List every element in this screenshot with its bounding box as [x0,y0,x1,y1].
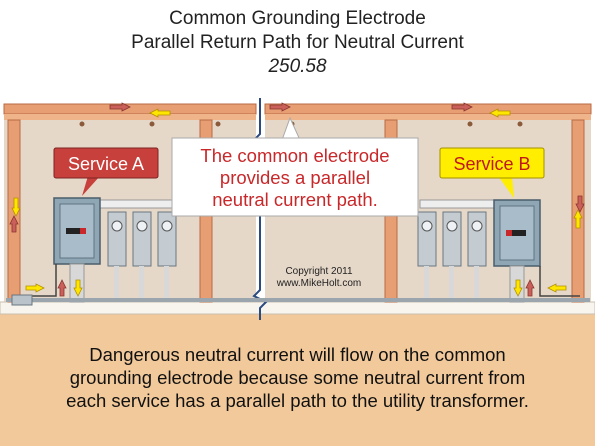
service-b-label-pointer [498,176,514,198]
copyright-line-2: www.MikeHolt.com [276,278,361,289]
rafter [265,114,591,120]
caption: Dangerous neutral current will flow on t… [10,343,585,412]
top-plate [3,103,257,115]
title-line-2: Parallel Return Path for Neutral Current [131,32,464,53]
caption-line-3: each service has a parallel path to the … [66,390,529,411]
service-a-label-box [53,147,159,179]
break-line [252,98,268,320]
service-b-panel [493,199,541,267]
rafter [4,114,256,120]
conduit-left [99,199,185,209]
electrode-fitting [11,294,33,306]
top-plate [264,103,592,115]
title-line-1: Common Grounding Electrode [169,8,426,29]
copyright-line-1: Copyright 2011 [285,266,353,277]
service-b-label: Service B [453,154,530,174]
common-grounding-electrode [6,298,590,302]
meter-sockets-left [107,211,177,302]
callout-line-1: The common electrode [200,145,389,166]
disconnect-handle [512,230,526,236]
service-a-label: Service A [68,154,144,174]
service-a-label-pointer [82,176,100,196]
callout-box [171,137,419,217]
service-b-label-box [439,147,545,179]
service-a-panel [53,197,101,265]
code-reference: 250.58 [268,56,327,77]
conduit-right [419,199,497,209]
meter-sockets-right [417,211,487,302]
grounding-conductor-right [539,266,580,297]
caption-line-1: Dangerous neutral current will flow on t… [89,344,506,365]
ground-soil [0,314,595,446]
callout-line-2: provides a parallel [220,167,370,188]
callout-line-3: neutral current path. [212,189,378,210]
caption-line-2: grounding electrode because some neutral… [69,367,526,388]
disconnect-handle [66,228,80,234]
neutral-current-arrows-red [9,102,585,297]
neutral-current-arrows-yellow [11,108,583,297]
foundation-strip [0,301,595,315]
diagram-scene: Service A Service B The common electrode… [0,98,595,446]
